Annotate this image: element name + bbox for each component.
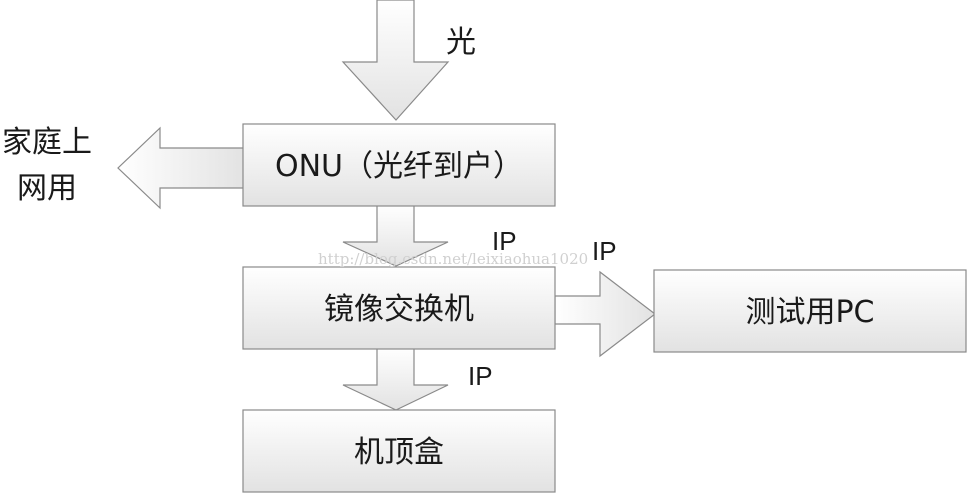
- light-input-label: 光: [446, 25, 476, 60]
- switch-to-pc-arrow: [554, 270, 656, 358]
- ip-label-switch-pc: IP: [592, 236, 617, 266]
- set-top-box-label: 机顶盒: [354, 435, 444, 470]
- mirror-switch-label: 镜像交换机: [324, 292, 474, 327]
- onu-box: [242, 123, 556, 207]
- ip-label-onu-switch: IP: [492, 226, 517, 256]
- home-internet-label-line1: 家庭上: [2, 125, 92, 160]
- set-top-box: [242, 409, 556, 493]
- onu-label: ONU（光纤到户）: [275, 149, 523, 184]
- switch-to-stb-arrow: [342, 347, 449, 411]
- test-pc-box: [653, 269, 967, 353]
- watermark-text: http://blog.csdn.net/leixiaohua1020: [318, 250, 588, 268]
- mirror-switch-box: [242, 266, 556, 350]
- ip-label-switch-stb: IP: [468, 361, 493, 391]
- test-pc-label: 测试用PC: [745, 295, 874, 330]
- light-input-arrow: [341, 0, 450, 121]
- onu-to-switch-arrow: [342, 204, 449, 267]
- home-internet-label-line2: 网用: [17, 171, 77, 206]
- home-internet-arrow: [117, 126, 249, 210]
